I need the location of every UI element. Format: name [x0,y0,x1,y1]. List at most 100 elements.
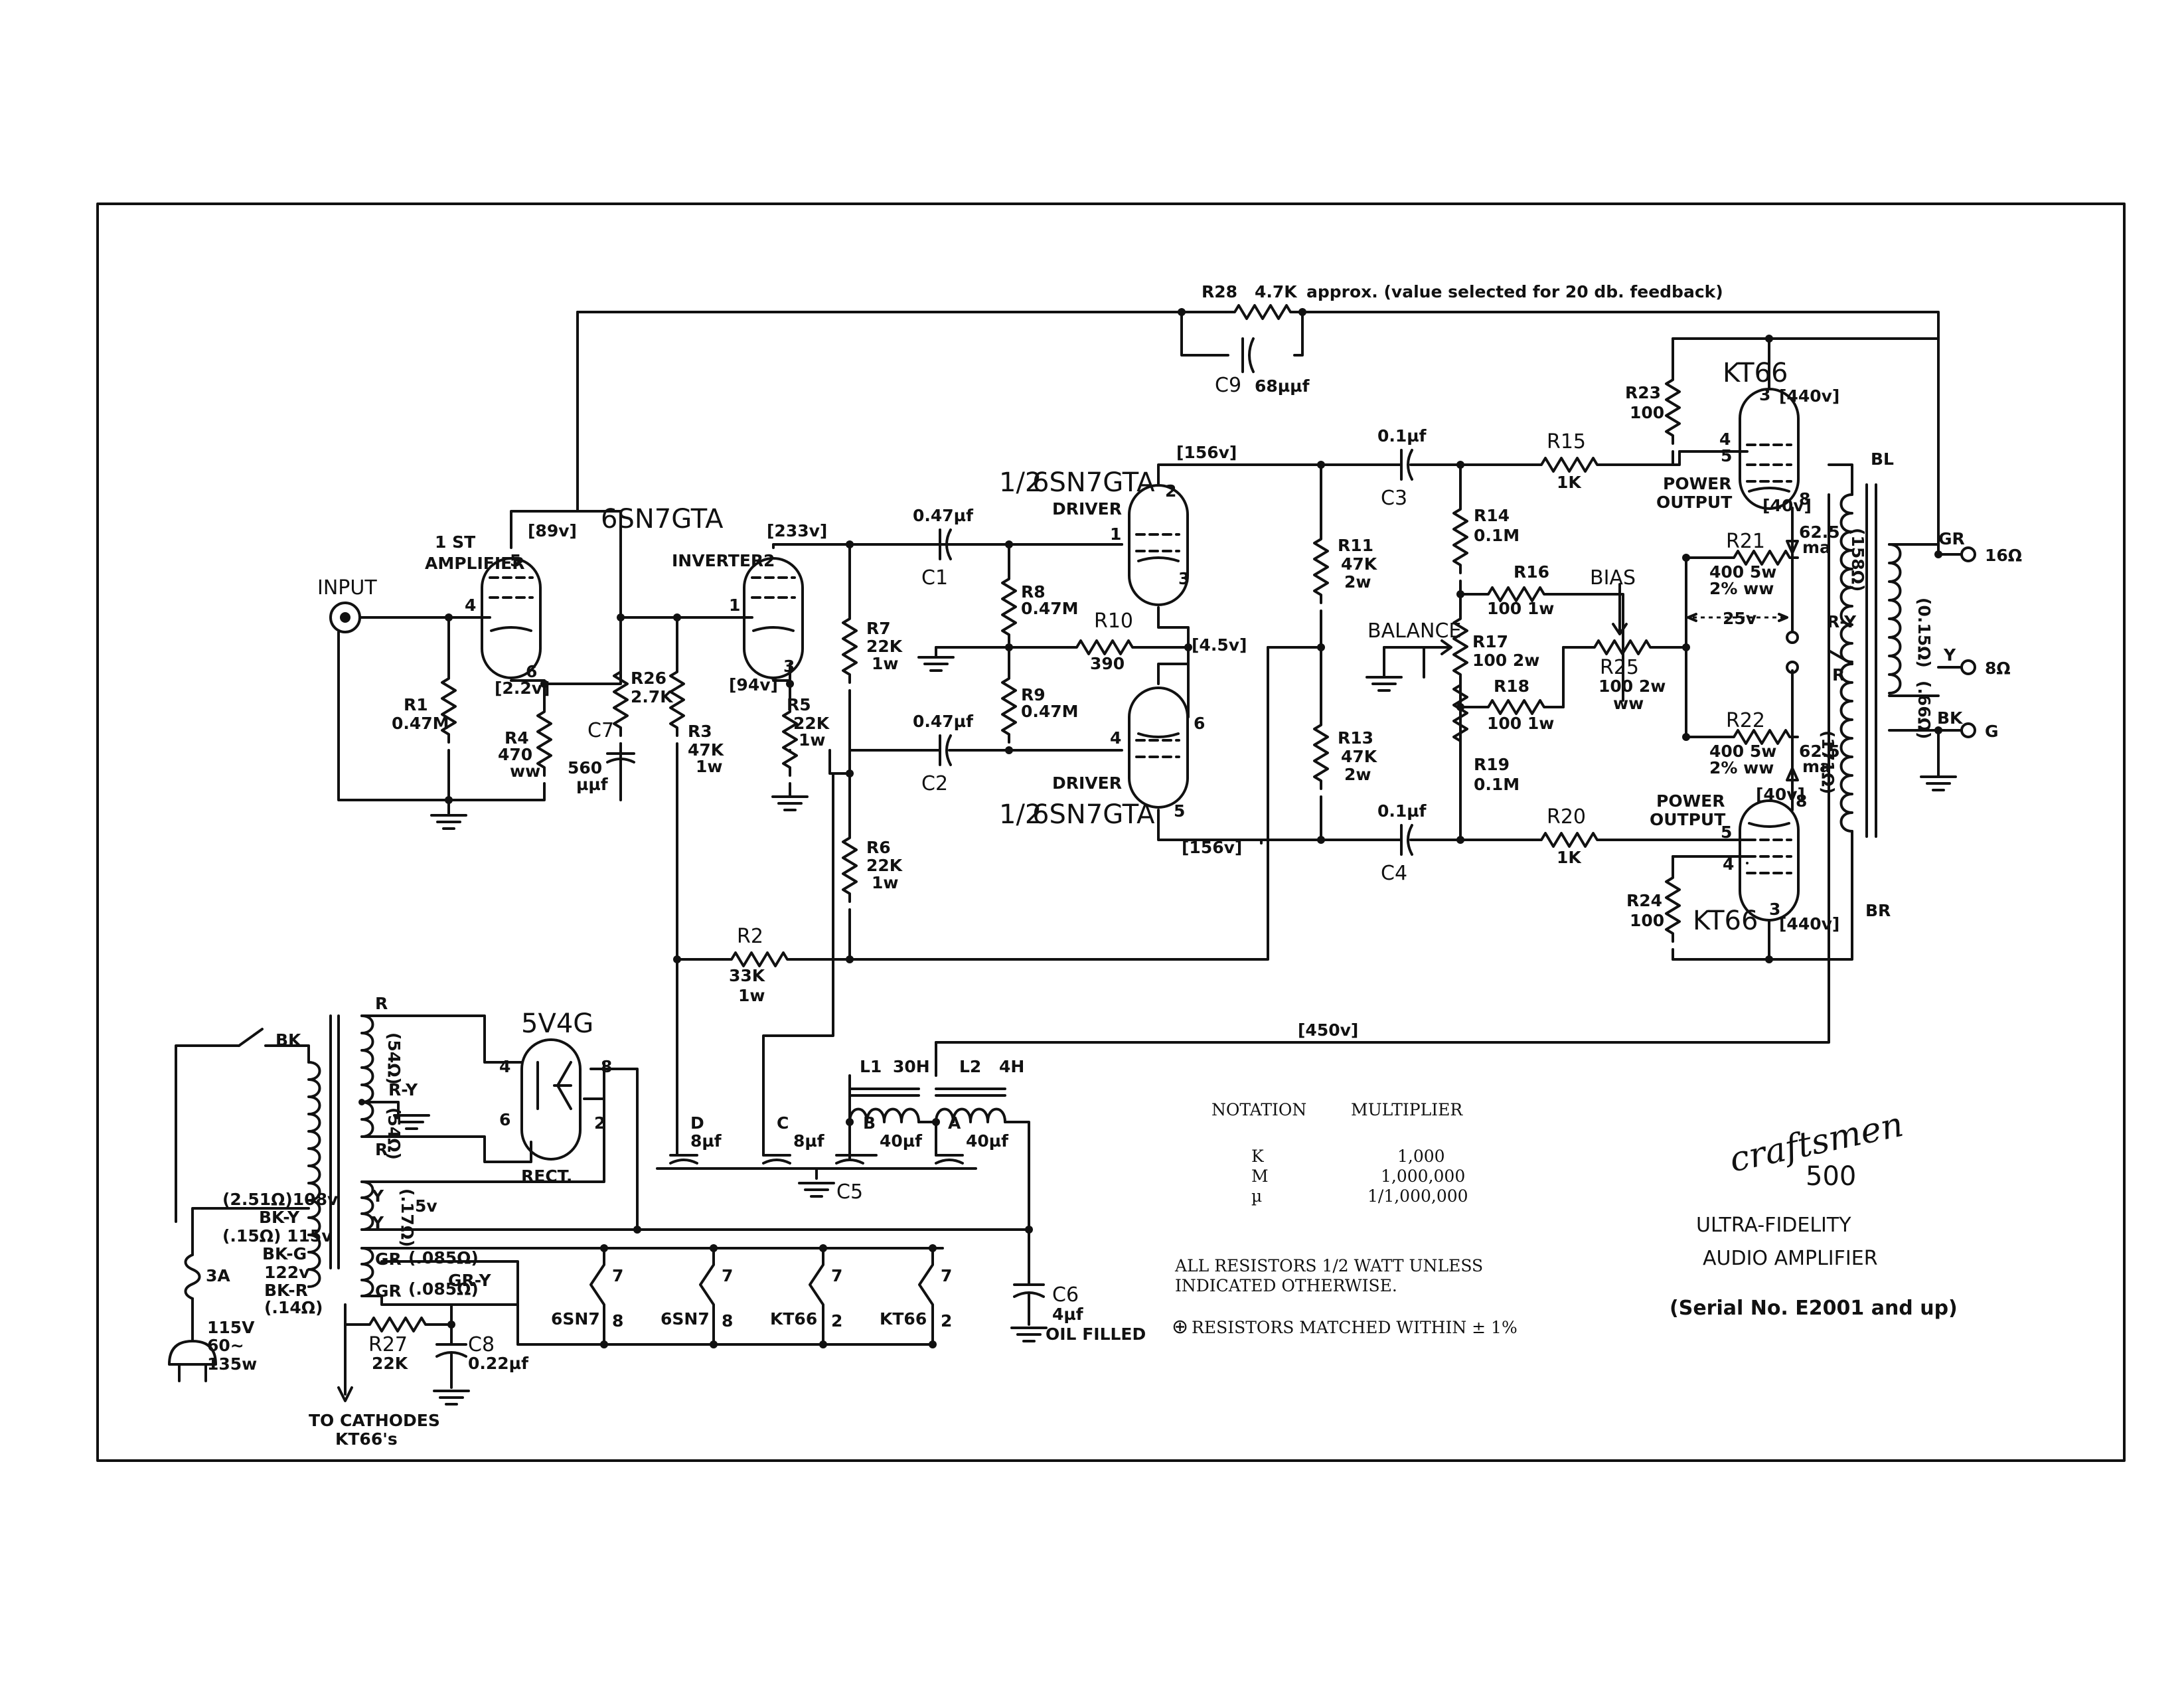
r3-watt: 1w [696,757,723,776]
filter-d: D [690,1113,704,1133]
r3-ref: R3 [688,722,712,741]
heater-res2: (.085Ω) [408,1279,479,1299]
kt66-top-current: 62.5 [1799,523,1840,542]
fil-res: (.17Ω) [398,1188,417,1247]
title-block: craftsmen 500 ULTRA-FIDELITY AUDIO AMPLI… [1670,1105,1958,1320]
kt66-top-title1: POWER [1663,474,1731,493]
r7-value: 22K [866,637,903,656]
r4-note: ww [510,762,540,781]
r3-value: 47K [688,740,725,760]
kt66-bottom-title1: POWER [1656,791,1725,811]
driver-top-tube-label: 6SN7GTA [1032,467,1155,498]
c5-ref: C5 [836,1180,863,1204]
heater-tube-label: 6SN7 [551,1309,600,1329]
fil-y2: Y [371,1213,384,1232]
r15-ref: R15 [1547,430,1586,453]
multiplier-row1: 1,000 [1397,1147,1445,1166]
brand-line1: ULTRA-FIDELITY [1696,1214,1851,1237]
c4-value: 0.1µf [1377,801,1427,821]
r13-ref: R13 [1338,728,1373,748]
r17-value: 100 2w [1472,651,1539,670]
mains-v: 115V [207,1318,255,1337]
fuse-rating: 3A [206,1266,230,1285]
note-line2: INDICATED OTHERWISE. [1175,1276,1397,1295]
l1-ref: L1 [860,1057,882,1076]
kt66-bottom-current: 62.5 [1799,742,1840,761]
stage1-cathode-v: [2.2v] [495,679,550,698]
stage1-title2: AMPLIFIER [425,554,525,573]
c9-ref: C9 [1215,374,1241,397]
b-plus-voltage: [450v] [1298,1020,1358,1040]
out-xfmr-bl: BL [1871,449,1894,469]
r13-watt: 2w [1344,765,1371,784]
c1-value: 0.47µf [913,506,974,525]
notation-row1: K [1251,1147,1265,1166]
heater-pin-top: 7 [722,1266,733,1285]
tap-bkr: BK-R [264,1281,308,1300]
r27-ref: R27 [368,1333,408,1356]
feedback-network: R28 4.7K approx. (value selected for 20 … [576,282,1940,556]
r6-value: 22K [866,856,903,875]
kt66-top-cathode-v: [40v] [1762,496,1812,515]
l2-ref: L2 [959,1057,981,1076]
tap-bkg: BK-G [262,1244,307,1263]
stage1-pin4: 4 [465,596,476,615]
multiplier-header: MULTIPLIER [1351,1100,1463,1119]
c7-unit: µµf [576,775,609,794]
cathodes-line1: TO CATHODES [309,1411,440,1430]
out-xfmr-res-sec1: (0.15Ω) [1914,598,1934,668]
r15-value: 1K [1557,473,1582,492]
c6-value: 4µf [1052,1305,1084,1324]
heater-pin-top: 7 [941,1266,952,1285]
out-xfmr-tap16: 16Ω [1985,546,2022,565]
r14-ref: R14 [1474,506,1510,525]
bias-wiper[interactable] [1612,583,1628,635]
r11-ref: R11 [1338,536,1373,555]
brand-model: 500 [1806,1161,1856,1192]
r21-ref: R21 [1726,530,1765,553]
driver-top-frac: 1/2 [999,467,1042,498]
r20-ref: R20 [1547,805,1586,829]
notation-table: NOTATION MULTIPLIER K 1,000 M 1,000,000 … [1172,1100,1518,1338]
hv-r-top: R [375,994,388,1013]
r16-ref: R16 [1514,562,1549,582]
r28-ref: R28 [1202,282,1237,301]
kt66-bottom-pin4: 4 [1723,854,1734,874]
filter-b-val: 40µf [880,1131,923,1151]
r19-value: 0.1M [1474,775,1520,794]
r23-ref: R23 [1625,383,1661,402]
r2-ref: R2 [737,925,763,948]
r22-value: 400 5w [1709,742,1776,761]
kt66-bottom-pin3: 3 [1769,900,1780,919]
matched-symbol: ⊕ [1172,1315,1188,1338]
tap122: 122v [264,1263,309,1282]
r23-value: 100 [1630,403,1664,422]
c1-ref: C1 [921,566,948,590]
hv-r-bot: R [375,1140,388,1159]
filter-a-val: 40µf [966,1131,1009,1151]
mains-bk: BK [275,1030,302,1050]
heater-pin-top: 7 [612,1266,623,1285]
r21-tol: 2% ww [1709,579,1774,598]
driver-top-plate-v: [156v] [1176,443,1237,462]
rectifier-title: RECT. [521,1167,572,1186]
kt66-top-pin4: 4 [1719,430,1731,449]
kt66-top-label: KT66 [1723,358,1788,388]
bias-label: BIAS [1590,566,1636,590]
balance-wiper[interactable] [1423,639,1452,655]
stage1-pin6: 6 [526,662,537,681]
r26-value: 2.7K [631,687,674,706]
driver-bot-frac: 1/2 [999,799,1042,830]
driver-bot-cathode-v: [4.5v] [1192,635,1247,655]
tap108: (2.51Ω)108v [222,1190,338,1209]
heater-tube-label: KT66 [880,1309,927,1329]
r11-watt: 2w [1344,572,1371,592]
l1-value: 30H [893,1057,930,1076]
c3-ref: C3 [1381,487,1407,510]
kt66-bottom-pin5: 5 [1721,823,1732,842]
input-stage: INPUT R1 0.47M 5 4 6 [89v] [2.2v] 1 ST A… [317,311,725,961]
rect-pin4: 4 [499,1057,510,1076]
